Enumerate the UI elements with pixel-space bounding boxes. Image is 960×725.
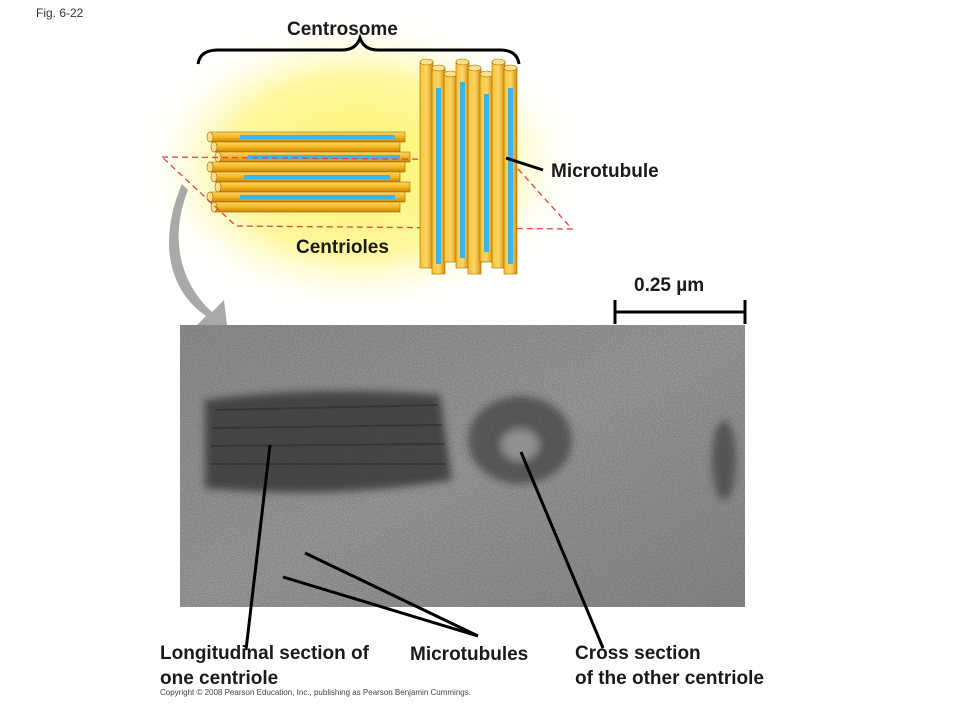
horizontal-microtubule xyxy=(214,181,411,193)
vertical-microtubule xyxy=(419,58,434,269)
centrioles-label: Centrioles xyxy=(296,237,389,258)
vertical-microtubule xyxy=(443,70,458,263)
scale-bar xyxy=(613,300,747,324)
vertical-microtubule xyxy=(503,64,518,275)
vertical-microtubule xyxy=(455,58,470,269)
vertical-centriole xyxy=(419,58,518,275)
horizontal-microtubule xyxy=(206,131,406,143)
horizontal-microtubule xyxy=(214,151,411,163)
vertical-microtubule xyxy=(467,64,482,275)
scale-bar-label: 0.25 µm xyxy=(634,275,705,296)
cross-section-label-line1: Cross section xyxy=(575,643,701,664)
cross-section-label-line2: of the other centriole xyxy=(575,668,764,689)
microtubule-label: Microtubule xyxy=(551,161,659,182)
vertical-microtubule xyxy=(479,70,494,263)
leader-lines xyxy=(244,444,605,651)
centrosome-brace xyxy=(196,33,521,65)
microtubules-label: Microtubules xyxy=(410,644,529,665)
horizontal-microtubule xyxy=(210,141,401,153)
magnify-arrow xyxy=(169,184,228,334)
longitudinal-label-line1: Longitudinal section of xyxy=(160,643,369,664)
section-plane xyxy=(160,156,574,230)
centrosome-label: Centrosome xyxy=(287,19,398,40)
microtubule-leader xyxy=(505,156,544,172)
figure-number: Fig. 6-22 xyxy=(36,6,84,20)
horizontal-centriole xyxy=(206,131,411,213)
horizontal-microtubule xyxy=(206,161,406,173)
copyright-notice: Copyright © 2008 Pearson Education, Inc.… xyxy=(160,688,471,697)
horizontal-microtubule xyxy=(210,201,401,213)
vertical-microtubule xyxy=(431,64,446,275)
horizontal-microtubule xyxy=(210,171,401,183)
electron-micrograph xyxy=(180,325,745,607)
horizontal-microtubule xyxy=(206,191,406,203)
vertical-microtubule xyxy=(491,58,506,269)
longitudinal-label-line2: one centriole xyxy=(160,668,279,689)
